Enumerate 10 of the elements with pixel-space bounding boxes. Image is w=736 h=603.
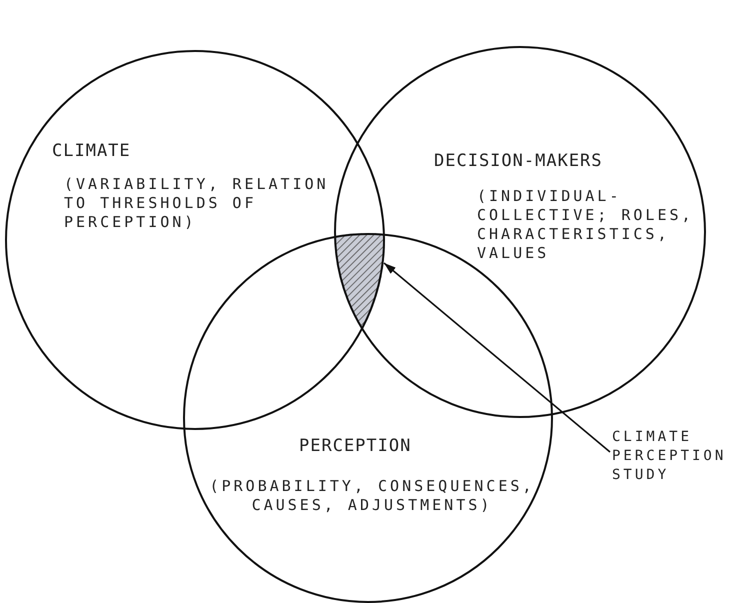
circle-description: (PROBABILITY, CONSEQUENCES, CAUSES, ADJUSTMENTS): [208, 477, 536, 515]
venn-circle: [334, 46, 706, 418]
callout-label: CLIMATE PERCEPTION STUDY: [612, 428, 736, 485]
circle-description: (INDIVIDUAL- COLLECTIVE; ROLES, CHARACTERISTICS, VALUES: [477, 187, 695, 263]
leader-arrow: [383, 262, 611, 453]
venn-circle: [5, 50, 385, 430]
circle-title: CLIMATE: [52, 142, 131, 161]
circle-title: PERCEPTION: [299, 437, 412, 456]
circle-title: DECISION-MAKERS: [434, 152, 603, 171]
circle-description: (VARIABILITY, RELATION TO THRESHOLDS OF PERCEPTION): [64, 175, 330, 232]
